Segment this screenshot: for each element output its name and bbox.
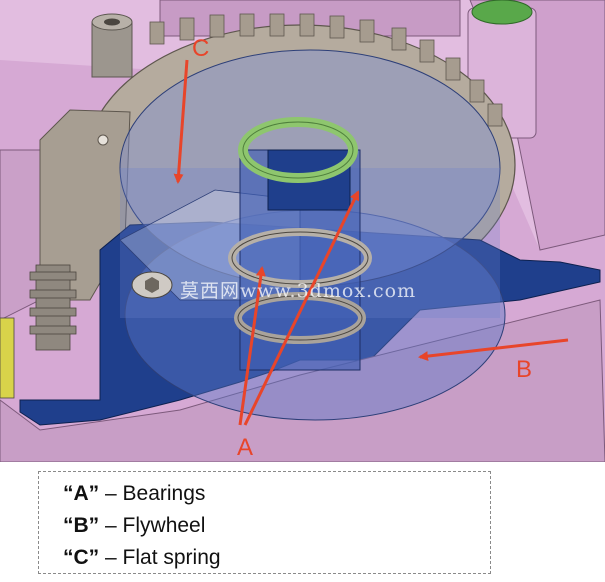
legend-key: “C”	[63, 546, 100, 569]
bearing-lower	[234, 292, 366, 344]
legend-item-flat-spring: “C” – Flat spring	[63, 542, 490, 574]
callout-a-arrow-to-upper-bearing	[243, 190, 360, 426]
standoff-post-hole	[104, 18, 120, 26]
gear-arm-pin	[97, 134, 109, 146]
legend-box: “A” – Bearings “B” – Flywheel “C” – Flat…	[38, 471, 491, 574]
legend-text: Flat spring	[122, 546, 221, 569]
legend-text: Bearings	[122, 482, 206, 505]
standoff-post	[91, 21, 133, 78]
callout-arrows	[173, 59, 569, 426]
screw-head	[131, 271, 173, 299]
callout-label-a: A	[237, 434, 253, 461]
callout-a-arrow-to-lower-bearing	[238, 266, 266, 426]
bearing-upper	[228, 228, 372, 288]
edge-stripe	[0, 317, 15, 399]
mechanism-diagram: A B C 莫西网www.3dmox.com	[0, 0, 605, 462]
watermark: 莫西网www.3dmox.com	[180, 280, 416, 302]
callout-label-b: B	[516, 356, 532, 383]
legend-separator: –	[99, 546, 123, 569]
legend-item-flywheel: “B” – Flywheel	[63, 510, 490, 542]
callout-label-c: C	[192, 35, 209, 62]
callout-b-arrow	[418, 338, 569, 362]
legend-key: “B”	[63, 514, 100, 537]
legend-key: “A”	[63, 482, 100, 505]
pinion-gear	[29, 264, 77, 351]
flat-spring	[238, 117, 358, 183]
legend-text: Flywheel	[122, 514, 206, 537]
housing-post-top	[471, 0, 533, 25]
legend-item-bearings: “A” – Bearings	[63, 478, 490, 510]
callout-c-arrow	[173, 59, 189, 184]
legend-separator: –	[99, 482, 123, 505]
legend-separator: –	[99, 514, 123, 537]
housing-bottom-plate	[0, 299, 605, 462]
